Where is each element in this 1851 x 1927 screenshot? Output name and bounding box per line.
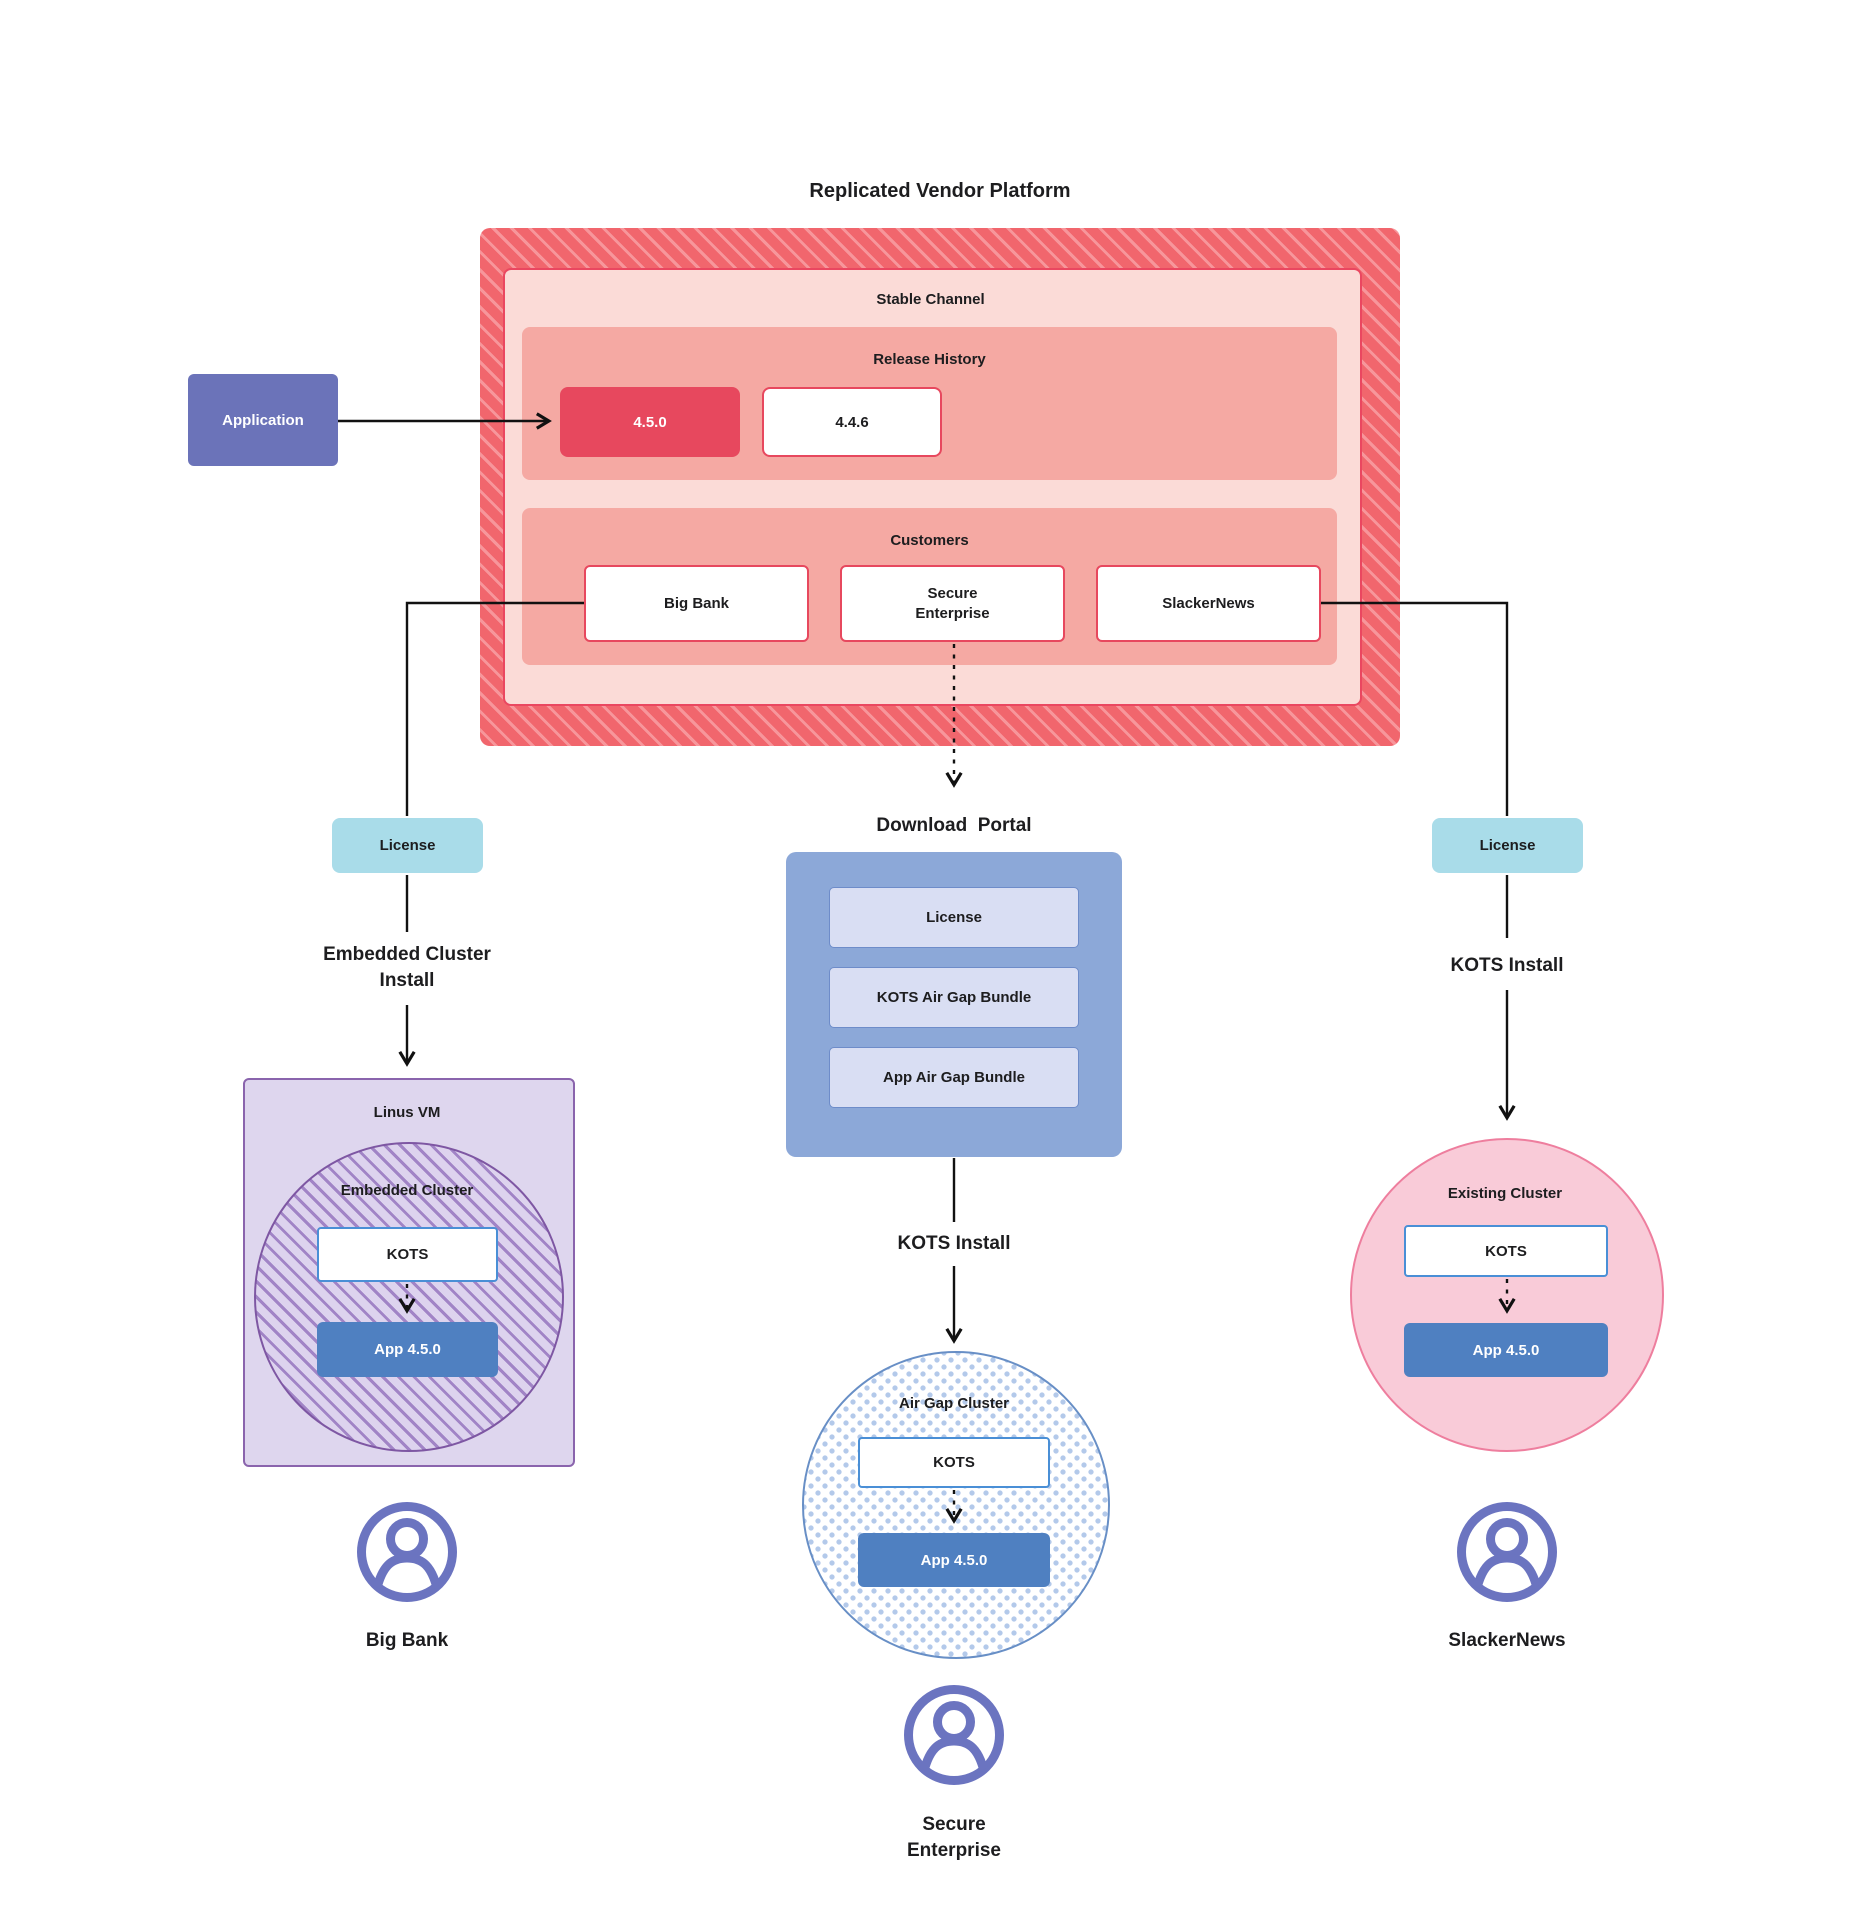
release-history-title: Release History — [873, 351, 986, 368]
app-chip-right: App 4.5.0 — [1404, 1323, 1608, 1377]
app-chip-middle: App 4.5.0 — [858, 1533, 1050, 1587]
download-portal-title: Download Portal — [876, 815, 1032, 836]
kots-box-right: KOTS — [1404, 1225, 1608, 1277]
license-chip-left: License — [332, 818, 483, 873]
embedded-cluster-circle — [254, 1142, 564, 1452]
user-icon — [1455, 1500, 1559, 1604]
embedded-cluster-install-label: Embedded Cluster Install — [323, 944, 491, 991]
license-chip-right: License — [1432, 818, 1583, 873]
existing-cluster-title: Existing Cluster — [1447, 1185, 1563, 1202]
app-chip-left: App 4.5.0 — [317, 1322, 498, 1377]
page-title: Replicated Vendor Platform — [809, 180, 1071, 202]
application-box: Application — [188, 374, 338, 466]
user-icon — [902, 1683, 1006, 1787]
air-gap-cluster-title: Air Gap Cluster — [898, 1395, 1010, 1412]
kots-install-label-middle: KOTS Install — [897, 1233, 1011, 1254]
embedded-cluster-title: Embedded Cluster — [340, 1182, 474, 1199]
air-gap-cluster-circle — [802, 1351, 1110, 1659]
kots-box-middle: KOTS — [858, 1437, 1050, 1488]
customer-big-bank: Big Bank — [584, 565, 809, 642]
release-chip-current: 4.5.0 — [560, 387, 740, 457]
customer-secure-enterprise-label: Secure Enterprise — [915, 585, 990, 622]
release-chip-previous: 4.4.6 — [762, 387, 942, 457]
kots-install-label-right: KOTS Install — [1450, 955, 1564, 976]
customers-title: Customers — [890, 532, 969, 549]
portal-item-kots-airgap-bundle: KOTS Air Gap Bundle — [829, 967, 1079, 1028]
slackernews-user-label: SlackerNews — [1448, 1630, 1566, 1651]
kots-box-left: KOTS — [317, 1227, 498, 1282]
linus-vm-title: Linus VM — [373, 1104, 441, 1121]
customer-slackernews: SlackerNews — [1096, 565, 1321, 642]
user-icon — [355, 1500, 459, 1604]
big-bank-user-label: Big Bank — [365, 1630, 449, 1651]
stable-channel-title: Stable Channel — [876, 291, 985, 308]
portal-item-app-airgap-bundle: App Air Gap Bundle — [829, 1047, 1079, 1108]
customer-secure-enterprise: Secure Enterprise — [840, 565, 1065, 642]
portal-item-license: License — [829, 887, 1079, 948]
secure-enterprise-user-label: Secure Enterprise — [907, 1814, 1001, 1861]
